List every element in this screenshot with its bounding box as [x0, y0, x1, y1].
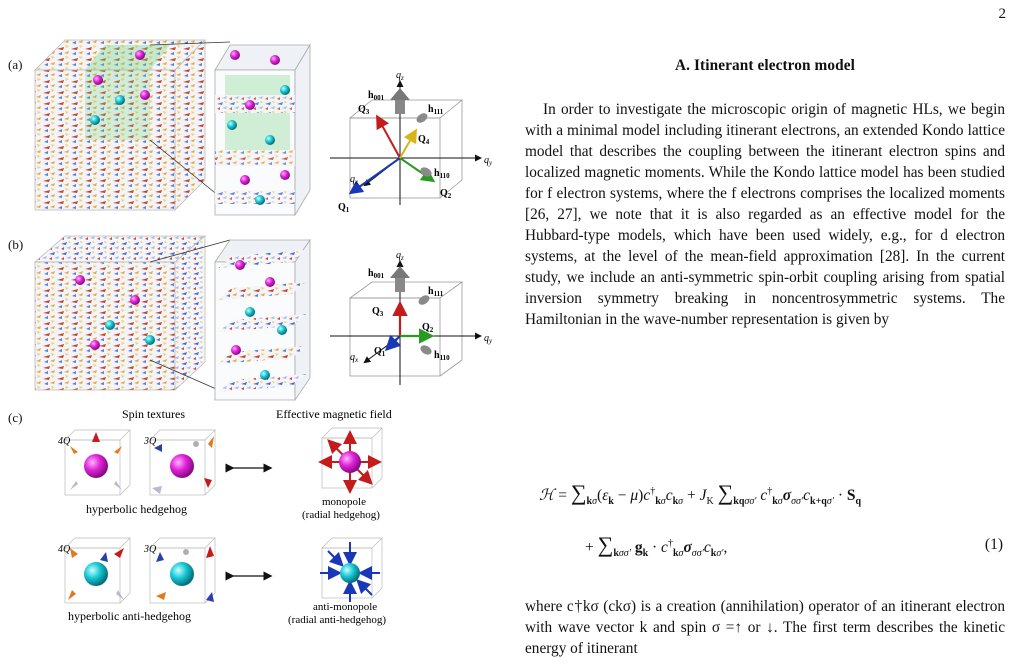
svg-text:Q3: Q3 [372, 306, 384, 318]
hyperbolic-anti-hedgehog-4q [64, 537, 131, 604]
svg-text:Q1: Q1 [338, 202, 350, 214]
anti-monopole-icon [320, 537, 383, 602]
page-number: 2 [998, 6, 1007, 22]
anti-monopole-label: anti-monopole [313, 601, 377, 613]
panel-b-layer-stack [214, 238, 311, 402]
label-3q-top: 3Q [143, 436, 157, 447]
svg-text:h111: h111 [428, 286, 444, 298]
panel-a-label: (a) [8, 57, 23, 72]
panel-b-q-axes [330, 260, 482, 385]
svg-text:qy: qy [484, 333, 493, 345]
panel-a-q-axes [330, 80, 482, 205]
equation-number: (1) [984, 536, 1003, 553]
monopole-sublabel: (radial hedgehog) [302, 509, 380, 521]
panel-c-label: (c) [8, 410, 23, 425]
svg-text:h001: h001 [368, 268, 385, 280]
svg-text:h110: h110 [434, 350, 450, 362]
section-title: A. Itinerant electron model [675, 57, 855, 74]
monopole-icon [318, 427, 383, 494]
hyperbolic-hedgehog-3q [149, 429, 216, 496]
label-3q-bottom: 3Q [143, 544, 157, 555]
effective-field-heading: Effective magnetic field [276, 407, 392, 421]
svg-text:qx: qx [350, 352, 359, 364]
anti-monopole-sublabel: (radial anti-hedgehog) [288, 614, 386, 626]
svg-text:h001: h001 [368, 90, 385, 102]
figure-1: (a) (b) (c) [0, 0, 505, 666]
text-column: A. Itinerant electron model In order to … [525, 55, 1005, 330]
svg-text:h111: h111 [428, 104, 444, 116]
hyperbolic-anti-hedgehog-label: hyperbolic anti-hedgehog [68, 609, 191, 623]
label-4q-top: 4Q [58, 436, 71, 447]
label-4q-bottom: 4Q [58, 544, 71, 555]
monopole-label: monopole [322, 496, 366, 508]
trailing-text: where c†kσ (ckσ) is a creation (annihila… [525, 598, 1005, 657]
svg-text:Q4: Q4 [418, 134, 430, 146]
svg-text:Q1: Q1 [374, 346, 386, 358]
hamiltonian-equation: ℋ = ∑kσ(εk − μ)c†kσckσ + JK ∑kqσσ′ c†kσσ… [539, 480, 1003, 559]
hyperbolic-anti-hedgehog-3q [149, 537, 216, 604]
hyperbolic-hedgehog-label: hyperbolic hedgehog [86, 502, 187, 516]
svg-text:qx: qx [350, 174, 359, 186]
svg-text:Q2: Q2 [422, 322, 434, 334]
body-paragraph: In order to investigate the microscopic … [525, 101, 1005, 328]
svg-text:qz: qz [396, 70, 404, 82]
spin-textures-heading: Spin textures [122, 407, 185, 421]
panel-b-spin-cube [33, 235, 207, 391]
svg-text:Q2: Q2 [440, 188, 452, 200]
panel-a-lattice-zoom [214, 43, 311, 217]
hyperbolic-hedgehog-4q [64, 429, 131, 496]
svg-text:Q3: Q3 [358, 104, 370, 116]
panel-a-spin-cube [34, 39, 206, 211]
svg-text:h110: h110 [434, 168, 450, 180]
figure-canvas: qz qy qx h001 h111 h110 Q3 Q4 Q2 Q1 [33, 39, 493, 626]
svg-text:qy: qy [484, 155, 493, 167]
panel-b-label: (b) [8, 237, 24, 252]
svg-text:qz: qz [396, 250, 404, 262]
